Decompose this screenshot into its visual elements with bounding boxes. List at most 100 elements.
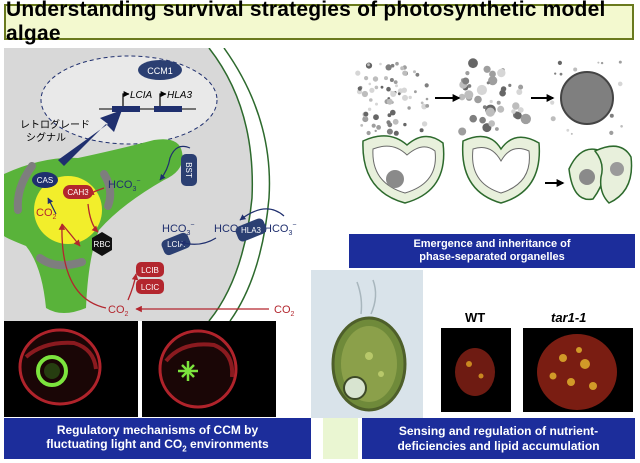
- condensate-dot: [617, 81, 623, 87]
- ccm-caption-line1: Regulatory mechanisms of CCM by: [56, 422, 259, 437]
- condensate-dot: [392, 118, 399, 125]
- condensate-dot: [379, 62, 382, 66]
- condensate-dot: [489, 99, 493, 104]
- condensate-dot: [402, 94, 408, 101]
- starch-sheath: [36, 254, 86, 270]
- condensate-dot: [380, 85, 384, 89]
- condensate-dot: [517, 107, 524, 113]
- condensate-dot: [362, 116, 369, 123]
- hla3-transporter-label: HLA3: [241, 226, 262, 235]
- condensate-dot: [489, 70, 496, 78]
- condensate-dot: [363, 111, 369, 117]
- condensate-dot: [496, 100, 501, 105]
- nutrient-caption-line1: Sensing and regulation of nutrient-: [398, 424, 599, 439]
- condensate-dot: [390, 91, 397, 97]
- condensate-dot: [390, 63, 395, 68]
- wt-cell-image: [441, 328, 511, 412]
- condensate-dot: [419, 128, 424, 133]
- condensate-dot: [479, 116, 486, 124]
- lcia-gene-label: LCIA: [130, 90, 153, 101]
- cah3-label: CAH3: [67, 188, 89, 197]
- condensate-dot: [554, 72, 557, 75]
- condensate-dot: [573, 67, 578, 72]
- condensate-dot: [462, 77, 470, 85]
- hco3-chloroplast-label: HCO3−: [108, 178, 140, 193]
- condensate-dot: [374, 129, 377, 133]
- condensate-dot: [372, 76, 379, 82]
- phase-caption-line2: phase-separated organelles: [419, 251, 565, 263]
- condensate-dot: [550, 116, 556, 122]
- condensate-dot: [371, 123, 376, 128]
- condensate-dot: [557, 60, 562, 65]
- phase-separation-panel: [349, 53, 635, 233]
- condensate-dot: [401, 87, 407, 93]
- starch-sheath: [100, 170, 115, 210]
- condensate-dot: [390, 109, 396, 116]
- blank-swatch: [323, 418, 358, 459]
- nutrient-panel: WT tar1-1: [427, 292, 637, 414]
- cell-wall: [223, 48, 271, 321]
- condensate-dot: [369, 87, 375, 93]
- condensate-dot: [518, 84, 524, 90]
- lcic-label: LCIC: [141, 283, 159, 292]
- condensate-dot: [486, 81, 490, 85]
- condensate-dot: [413, 70, 416, 74]
- nutrient-caption: Sensing and regulation of nutrient- defi…: [362, 418, 635, 459]
- cell-membrane: [208, 48, 254, 321]
- condensate-dot: [476, 84, 487, 96]
- condensate-dot: [566, 128, 570, 132]
- cas-gfp-label: CAS-GFP: [218, 402, 263, 413]
- condensate-dot: [511, 109, 516, 114]
- condensate-dot: [395, 84, 398, 88]
- condensate-dot: [618, 60, 622, 64]
- phase-separated-droplet: [560, 71, 614, 125]
- condensate-dot: [407, 106, 411, 110]
- condensate-dot: [482, 105, 487, 109]
- lcic-enzyme: [136, 279, 164, 294]
- hla3-gene-label: HLA3: [167, 90, 192, 101]
- condensate-dot: [386, 128, 393, 135]
- condensate-dot: [468, 58, 478, 69]
- condensate-dot: [387, 122, 393, 128]
- condensate-dot: [458, 127, 467, 136]
- condensate-dot: [520, 113, 531, 125]
- lcia-gene-box: [112, 106, 140, 112]
- pyrenoid-stage1: [386, 170, 404, 188]
- rbc-label: RBC: [94, 240, 111, 249]
- condensate-dot: [514, 111, 522, 120]
- ccm-caption-line2: fluctuating light and CO2 environments: [46, 437, 269, 454]
- cas-protein: [32, 172, 58, 188]
- cah3-enzyme: [63, 185, 93, 199]
- condensate-dot: [408, 95, 412, 100]
- condensate-dot: [499, 89, 506, 97]
- condensate-dot: [387, 113, 392, 118]
- condensate-dot: [376, 125, 381, 130]
- condensate-dot: [559, 72, 563, 76]
- condensate-dot: [367, 63, 370, 67]
- condensate-dot: [360, 124, 364, 127]
- retrograde-label-line2: シグナル: [26, 131, 66, 144]
- condensate-dot: [467, 84, 472, 88]
- condensate-dot: [368, 82, 372, 86]
- condensate-dot: [620, 125, 623, 128]
- condensate-dot: [488, 76, 498, 86]
- nutrient-caption-line2: deficiencies and lipid accumulation: [397, 438, 600, 453]
- ccm-cell-diagram: CCM1 LCIA HLA3 レトログレード シグナル CAS CAH3 CO2…: [4, 48, 311, 321]
- condensate-dot: [425, 104, 430, 108]
- lcib-gfp-micrograph: LCIB-GFP: [4, 321, 138, 417]
- condensate-dot: [373, 114, 379, 121]
- condensate-dot: [386, 86, 391, 92]
- condensate-dot: [550, 100, 555, 105]
- bst-label: BST: [184, 162, 193, 178]
- condensate-dot: [386, 98, 393, 105]
- condensate-dot: [600, 61, 604, 65]
- lcia-transporter-label: LCIA: [167, 240, 185, 249]
- hco3-cytosol-left: HCO3−: [162, 222, 194, 237]
- condensate-dot: [464, 90, 474, 100]
- condensate-dot: [425, 97, 429, 101]
- condensate-dot: [609, 130, 614, 135]
- lcib-enzyme: [136, 262, 164, 277]
- co2-cytosol-label: CO2: [108, 304, 129, 318]
- condensate-dot: [357, 86, 362, 91]
- condensate-dot: [497, 68, 506, 78]
